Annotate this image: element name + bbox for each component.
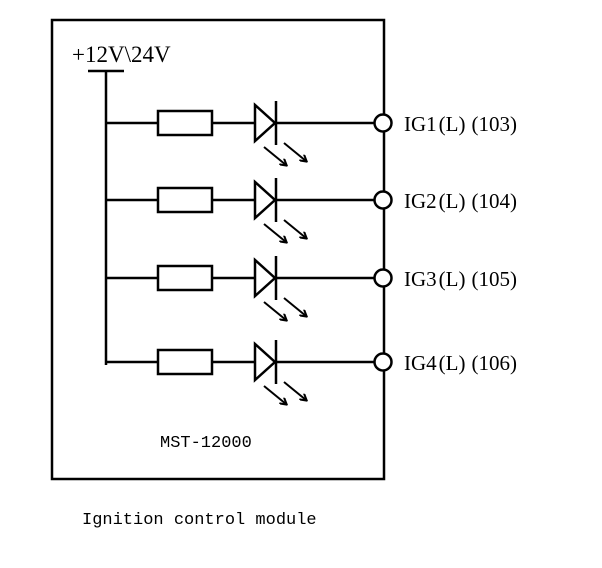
light-arrow-icon [263,223,286,242]
module-name-label: MST-12000 [160,434,252,453]
terminal-label: IG4(L)(106) [404,351,517,375]
channel-row-ig1: IG1(L)(103) [106,101,517,165]
terminal-mode: (L) [439,351,466,375]
light-arrow-icon [283,381,306,400]
light-arrow-icon [263,146,286,165]
output-terminal-icon [373,190,393,210]
resistor-symbol [156,109,214,137]
diagram-caption: Ignition control module [82,511,317,530]
terminal-name: IG1 [404,112,437,136]
led-symbol [253,102,277,144]
terminal-label: IG1(L)(103) [404,112,517,136]
terminal-label: IG3(L)(105) [404,267,517,291]
resistor-symbol [156,264,214,292]
channel-row-ig3: IG3(L)(105) [106,256,517,320]
supply-voltage-label: +12V\24V [72,42,171,67]
light-arrow-icon [263,301,286,320]
terminal-mode: (L) [439,267,466,291]
output-terminal-icon [373,268,393,288]
module-enclosure [50,18,386,481]
light-arrow-icon [283,297,306,316]
terminal-name: IG4 [404,351,437,375]
terminal-name: IG2 [404,189,437,213]
resistor-symbol [156,348,214,376]
led-symbol [253,341,277,383]
light-arrow-icon [283,219,306,238]
channels-layer: IG1(L)(103)IG2(L)(104)IG3(L)(105)IG4(L)(… [106,101,517,404]
output-terminal-icon [373,113,393,133]
resistor-symbol [156,186,214,214]
terminal-name: IG3 [404,267,437,291]
output-terminal-icon [373,352,393,372]
channel-row-ig4: IG4(L)(106) [106,340,517,404]
terminal-pin: (105) [472,267,518,291]
terminal-mode: (L) [439,189,466,213]
terminal-pin: (106) [472,351,518,375]
led-symbol [253,257,277,299]
terminal-mode: (L) [439,112,466,136]
light-arrow-icon [263,385,286,404]
terminal-label: IG2(L)(104) [404,189,517,213]
led-symbol [253,179,277,221]
light-arrow-icon [283,142,306,161]
terminal-pin: (103) [472,112,518,136]
channel-row-ig2: IG2(L)(104) [106,178,517,242]
terminal-pin: (104) [472,189,518,213]
